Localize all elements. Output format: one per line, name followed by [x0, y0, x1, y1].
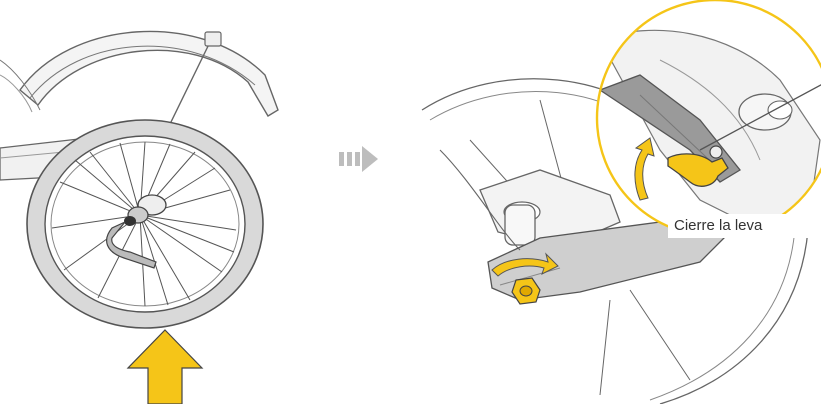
close-lever-arrow-icon	[634, 137, 655, 201]
right-closeup-illustration	[421, 0, 821, 405]
hub	[124, 194, 167, 226]
left-wheel-illustration	[0, 30, 279, 405]
spokes	[51, 141, 237, 307]
triple-bar-arrow-icon	[339, 146, 378, 172]
dropout-arm	[487, 217, 732, 301]
curved-arrow-icon	[491, 252, 559, 277]
axle-nut	[511, 277, 541, 305]
quick-release-lever	[106, 221, 157, 269]
zoom-detail	[597, 0, 821, 236]
fender	[19, 30, 279, 117]
up-arrow-icon	[126, 329, 204, 405]
lever-closed	[667, 153, 729, 187]
callout-label: Cierre la leva	[668, 214, 816, 238]
